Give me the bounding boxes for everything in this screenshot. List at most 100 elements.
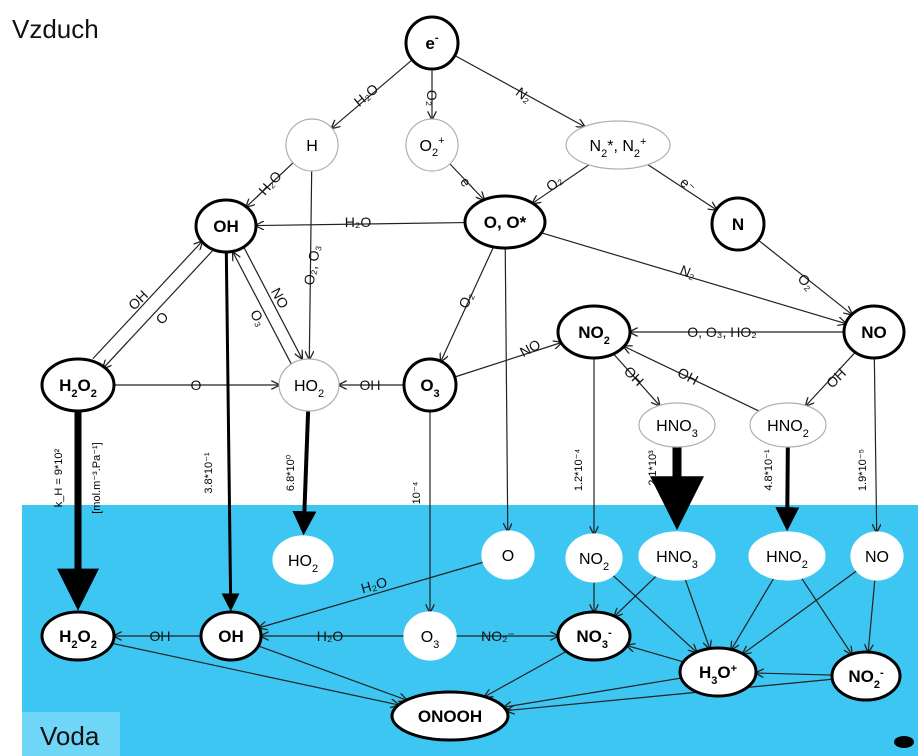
node-no2-air: NO2 — [556, 304, 632, 360]
node-label: OH — [213, 217, 239, 236]
henry-constant-no: 1.9*10⁻⁵ — [857, 449, 869, 491]
edge-hno2-no2 — [624, 346, 759, 412]
edge-o3-no2 — [454, 343, 561, 378]
node-label: e- — [425, 32, 438, 53]
node-label: NO2 — [579, 551, 609, 573]
edge-transfer-o — [505, 247, 508, 531]
node-label: NO — [861, 323, 887, 342]
edge-o2p-o — [449, 163, 484, 200]
node-label: H — [306, 138, 318, 155]
edge-w-no2-h3o — [612, 575, 696, 653]
edge-w-h3o-onooh — [504, 677, 682, 707]
edge-label-n2s-n: e⁻ — [677, 174, 699, 196]
edge-label-e-o2p: O₂ — [424, 90, 440, 106]
edge-label-o-no: N₂ — [678, 262, 698, 283]
edge-label-o-o3: O₂ — [455, 289, 477, 311]
node-h2o2-air: H2O2 — [40, 357, 116, 413]
node-h3o-w: H3O+ — [678, 646, 758, 698]
edge-w-no3-onooh — [485, 650, 567, 696]
node-label: O, O* — [484, 213, 527, 232]
node-label: NO — [865, 549, 889, 566]
node-o3-air: O3 — [402, 357, 458, 413]
henry-constant-unit: [mol.m⁻³.Pa⁻¹] — [91, 442, 103, 514]
node-no-w: NO — [850, 531, 904, 581]
edge-w-no2m-h3o — [756, 673, 833, 675]
node-ho2-w: HO2 — [272, 535, 334, 585]
edge-label-h2o2-oh: O — [152, 308, 171, 327]
node-n-air: N — [710, 196, 766, 252]
node-n2s: N2*, N2+ — [565, 120, 671, 170]
henry-constant-o3: 10⁻⁴ — [411, 481, 423, 504]
edge-o-no — [541, 232, 845, 324]
edge-h-ho2 — [309, 170, 311, 359]
edge-oh-h2o2 — [103, 250, 213, 368]
edge-label-oh-h2o2-w: OH — [150, 628, 171, 644]
node-hno2-w: HNO2 — [748, 531, 826, 581]
edge-label-e-n2s: N₂ — [513, 84, 535, 106]
node-no3-w: NO3- — [556, 610, 632, 662]
edge-w-h3o-no3 — [627, 646, 684, 663]
edge-w-hno3-h3o — [684, 579, 709, 648]
node-label: HNO2 — [767, 418, 809, 440]
edge-w-no-no2m — [868, 579, 876, 652]
node-h: H — [285, 118, 339, 172]
node-oh-w: OH — [199, 610, 263, 662]
node-label: N — [732, 215, 744, 234]
node-label: O2+ — [419, 135, 444, 159]
edge-transfer-no — [874, 357, 876, 532]
edge-w-oh-onooh — [258, 645, 406, 700]
node-label: NO2 — [578, 323, 610, 347]
edge-label-oh-h2o2: OH — [125, 287, 151, 313]
edge-label-o-oh: H₂O — [345, 214, 372, 230]
node-no-air: NO — [842, 304, 906, 360]
edge-o-o3 — [441, 246, 495, 361]
water-label-box — [22, 712, 120, 756]
edge-label-o-h2o-w: H₂O — [359, 574, 389, 597]
edge-n2s-n — [647, 164, 716, 210]
edge-label-oh-ho2: NO — [268, 285, 292, 311]
node-ho2-air: HO2 — [278, 358, 340, 412]
edge-label-o3-no2: NO — [517, 336, 543, 360]
node-label: HO2 — [294, 378, 324, 400]
node-label: O3 — [421, 629, 440, 651]
node-o2p: O2+ — [405, 118, 459, 172]
edge-label-h-ho2: O₂, O₃ — [301, 244, 324, 287]
edge-oh-ho2 — [243, 246, 302, 359]
arrow-henry-hno2 — [775, 446, 800, 532]
node-onooh-w: ONOOH — [390, 690, 510, 742]
edge-e-n2s — [454, 54, 585, 127]
water-region-label: Voda — [40, 721, 100, 751]
node-label: HNO2 — [766, 549, 808, 571]
edge-label-ho2-oh: O₃ — [247, 307, 269, 329]
edge-label-n2s-o: O₂ — [543, 172, 566, 195]
air-region-label: Vzduch — [12, 14, 99, 44]
node-e: e- — [404, 15, 460, 71]
node-label: NO2- — [848, 667, 884, 691]
edge-label-no-no2: O, O₃, HO₂ — [687, 324, 756, 340]
node-label: NO3- — [576, 627, 612, 651]
edge-w-h2o2-onooh — [112, 642, 398, 705]
node-label: OH — [218, 627, 244, 646]
node-oh-air: OH — [194, 198, 258, 254]
node-o-w: O — [481, 530, 535, 580]
henry-constant-hno2: 4.8*10⁻¹ — [763, 449, 775, 491]
edge-w-hno2-h3o — [731, 578, 775, 649]
henry-constant-h2o2: k_H = 9*10² — [53, 448, 65, 507]
node-label: HO2 — [288, 553, 318, 575]
edge-label-o3-ho2: OH — [360, 377, 381, 393]
edge-label-o2p-o: e⁻ — [457, 174, 479, 196]
henry-constant-ho2: 6.8*10⁰ — [285, 454, 297, 491]
edge-n-no — [757, 239, 852, 314]
henry-constant-hno3: 2.1*10³ — [647, 450, 659, 486]
node-label: N2*, N2+ — [590, 136, 647, 160]
edge-no-hno2 — [806, 351, 856, 405]
edge-label-h2o2-ho2: O — [191, 377, 202, 393]
edge-label-no-hno2: OH — [823, 365, 849, 391]
edge-w-hno2-no2m — [801, 577, 852, 654]
node-hno3-air: HNO3 — [638, 402, 716, 448]
arrow-henry-oh — [221, 251, 240, 612]
edge-label-e-h: H₂O — [351, 80, 382, 109]
edge-ho2-oh — [233, 252, 292, 365]
